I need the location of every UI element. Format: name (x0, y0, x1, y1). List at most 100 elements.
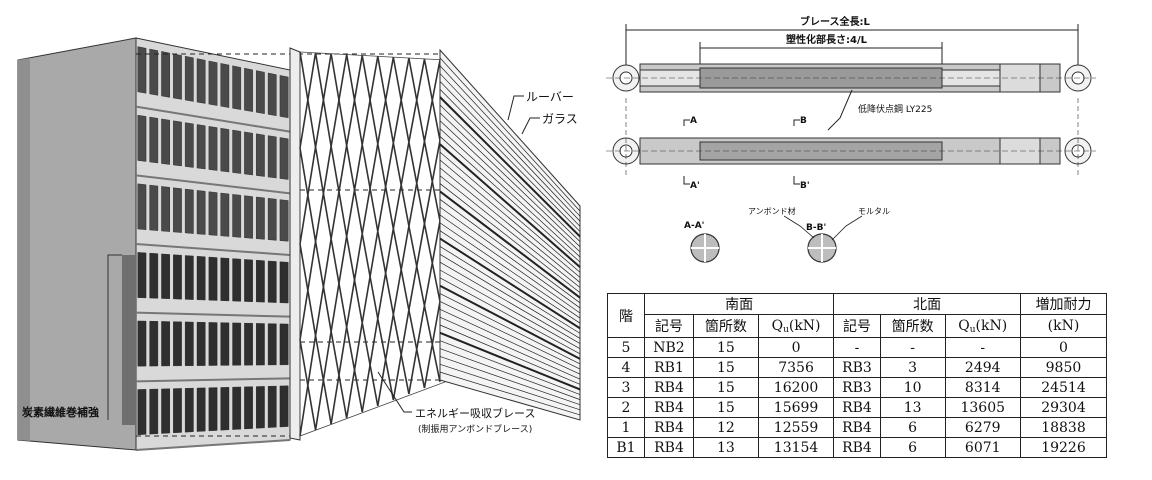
north-header: 北面 (833, 293, 1021, 315)
facade-window (244, 259, 253, 302)
section-b-circle (807, 233, 837, 263)
table-row: 4 RB1 15 7356 RB3 3 2494 9850 (607, 357, 1108, 378)
floor-cell: B1 (607, 437, 645, 458)
brace-capacity-table: 階 南面 北面 増加耐力 記号 箇所数 Qu(kN) 記号 箇所数 Qu(kN)… (607, 293, 1108, 458)
north-count-cell: 10 (879, 377, 946, 398)
louver-slat (439, 206, 581, 309)
facade-window (244, 131, 253, 176)
north-count-cell: 6 (879, 417, 946, 438)
table-header-row-1: 階 南面 北面 増加耐力 (607, 293, 1108, 338)
facade-window (256, 386, 265, 429)
facade-window (256, 133, 265, 177)
facade-window (208, 126, 218, 171)
louver-slat (439, 284, 581, 360)
louver-leader (507, 95, 524, 121)
increase-unit-header: (kN) (1019, 314, 1108, 338)
facade-window (173, 187, 182, 233)
energy-brace-label: エネルギー吸収ブレース (415, 406, 535, 420)
facade-window (184, 387, 194, 433)
louver-slat (439, 65, 581, 217)
south-count-cell: 15 (692, 357, 759, 378)
carbon-fiber-leader (107, 254, 122, 420)
glass-leader (521, 117, 540, 135)
north-qu-cell: 2494 (944, 357, 1021, 378)
section-bb-label: B-B' (806, 223, 826, 233)
facade-window (161, 388, 170, 434)
facade-window (184, 122, 194, 168)
south-symbol-cell: RB4 (644, 397, 694, 418)
facade-window (196, 58, 206, 104)
south-count-header: 箇所数 (692, 314, 759, 338)
facade-window (244, 322, 253, 366)
facade-window (184, 321, 194, 366)
facade-window (161, 186, 170, 232)
facade-window (196, 124, 206, 170)
facade-window (256, 259, 265, 303)
brace-member (314, 238, 332, 336)
facade-window (220, 192, 230, 237)
facade-window (161, 253, 170, 299)
facade-window (208, 256, 218, 301)
louver-slat (439, 167, 581, 283)
north-count-cell: 3 (879, 357, 946, 378)
facade-window (267, 323, 277, 366)
increase-cell: 24514 (1019, 377, 1108, 398)
brace-member (330, 54, 348, 147)
facade-window (137, 183, 147, 230)
brace-member (299, 52, 317, 149)
brace-member (330, 236, 348, 332)
brace-member (330, 145, 348, 240)
facade-window (279, 261, 289, 304)
facade-window (220, 257, 230, 302)
facade-window (137, 320, 147, 367)
increase-cell: 9850 (1019, 357, 1108, 378)
increase-cell: 0 (1019, 337, 1108, 358)
louver-slat (439, 104, 581, 242)
facade-window (220, 63, 230, 108)
facade-window (220, 387, 230, 431)
facade-window (184, 55, 194, 102)
north-symbol-cell: - (833, 337, 881, 358)
facade-window (173, 321, 182, 367)
louver-slat (439, 371, 581, 416)
floor-slab-line (135, 377, 291, 383)
facade-window (196, 387, 206, 432)
louver-slat (439, 89, 581, 232)
building-exploded-view: ルーバー ガラス 炭素繊維巻補強 エネルギー吸収ブレース (制振用アンボンドブレ… (17, 37, 581, 451)
brace-member (376, 57, 395, 144)
table-row: 2 RB4 15 15699 RB4 13 13605 29304 (607, 397, 1108, 418)
brace-elevation-bottom (606, 98, 1096, 176)
louver-slat (439, 112, 581, 248)
south-count-cell: 15 (692, 377, 759, 398)
brace-member (408, 58, 426, 143)
louver-slat (439, 151, 581, 273)
facade-window (256, 196, 265, 240)
steel-label: 低降伏点鋼 LY225 (858, 103, 932, 115)
plastic-length-label: 塑性化部長さ:4/L (786, 33, 868, 46)
facade-window (256, 70, 265, 114)
unbond-label: アンボンド材 (748, 206, 796, 216)
facade-window (173, 53, 182, 100)
qu-unit: (kN) (975, 317, 1008, 334)
louver-slat (439, 96, 581, 238)
brace-member (392, 309, 410, 401)
louver-slat (439, 199, 581, 304)
south-symbol-header: 記号 (644, 314, 694, 338)
facade-window (220, 322, 230, 366)
section-cut-marks (683, 119, 800, 185)
facade-window (279, 385, 289, 428)
facade-window (267, 72, 277, 116)
south-symbol-cell: RB4 (644, 437, 694, 458)
facade-window (196, 321, 206, 366)
facade-window (196, 190, 206, 235)
facade-window (184, 188, 194, 234)
increase-cell: 19226 (1019, 437, 1108, 458)
qu-subscript: u (783, 324, 789, 335)
south-qu-header: Qu(kN) (757, 314, 835, 338)
facade-window (279, 323, 289, 366)
louver-label: ルーバー (526, 90, 574, 104)
facade-window (232, 65, 242, 110)
energy-brace-sublabel: (制振用アンボンドブレース) (418, 423, 532, 435)
brace-member (299, 335, 317, 437)
louver-slat (439, 73, 581, 222)
